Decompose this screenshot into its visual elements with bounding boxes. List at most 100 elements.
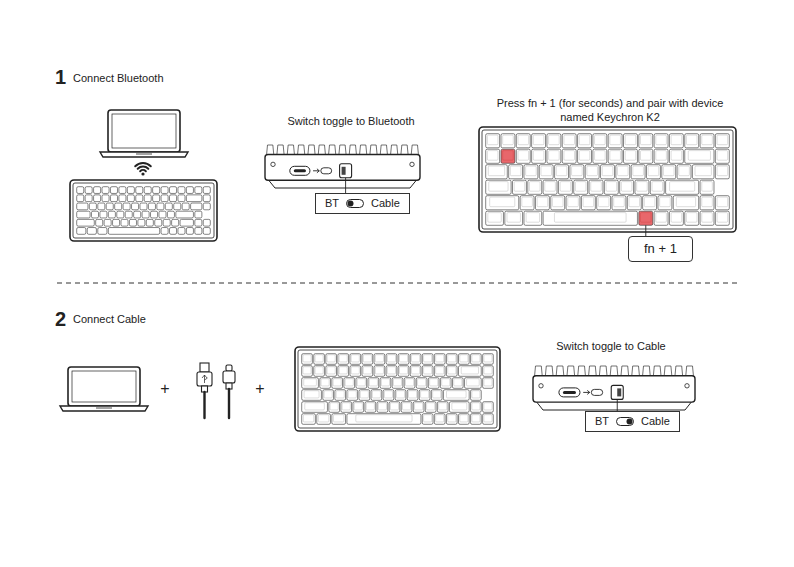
keycap-top — [381, 379, 389, 386]
keycap — [532, 134, 546, 148]
keycap-top — [304, 391, 319, 398]
keycap — [170, 187, 177, 194]
keycap-top — [363, 367, 371, 374]
keycap — [106, 203, 113, 210]
keycap — [144, 187, 151, 194]
instruction: Switch toggle to Cable — [556, 340, 665, 354]
keycap-top — [644, 197, 655, 207]
keycap — [501, 134, 515, 148]
toggle-knob — [342, 167, 346, 175]
callout-text: fn + 1 — [644, 241, 677, 257]
keyboard-side-view — [265, 145, 420, 188]
keycap — [203, 219, 210, 226]
keycap-top — [488, 213, 501, 223]
keycap — [347, 390, 358, 401]
keycap — [117, 211, 124, 218]
keycap — [146, 219, 153, 226]
keycap-top — [448, 415, 456, 422]
keycap — [302, 390, 322, 401]
keycap — [486, 165, 508, 179]
keycap — [643, 196, 657, 210]
keycap-top — [702, 182, 713, 192]
keycap-top — [339, 367, 347, 374]
keycap — [140, 203, 147, 210]
keycap-top — [522, 197, 533, 207]
keycap — [578, 134, 592, 148]
keycap — [119, 187, 126, 194]
keycap — [419, 390, 430, 401]
keycap — [392, 378, 403, 389]
keycap-top — [424, 415, 432, 422]
keycap-top — [360, 391, 368, 398]
toggle-knob — [627, 419, 633, 425]
keycap — [153, 195, 160, 202]
keycap — [501, 149, 515, 163]
keycap-top — [345, 379, 353, 386]
leader-line — [645, 225, 646, 236]
keyboard-top-view — [295, 347, 500, 431]
keycap — [98, 228, 107, 235]
keycap-top — [303, 355, 311, 362]
keycap-top — [472, 355, 480, 362]
keycap — [195, 211, 202, 218]
keycap — [646, 165, 660, 179]
keycap — [134, 211, 141, 218]
keycap — [161, 187, 168, 194]
keycap — [371, 390, 382, 401]
screw — [271, 162, 275, 166]
keycap-top — [447, 391, 467, 398]
toggle-knob — [617, 388, 621, 396]
keycap-top — [393, 379, 401, 386]
keycap — [398, 366, 409, 377]
keycap — [129, 219, 136, 226]
keycap — [627, 196, 641, 210]
keycap-top — [375, 367, 383, 374]
keycap — [161, 195, 168, 202]
keycap-top — [652, 182, 663, 192]
keycap-top — [686, 135, 697, 145]
keycap — [446, 354, 457, 365]
keycap — [383, 390, 394, 401]
keycap-top — [484, 379, 492, 386]
keycap-top — [579, 151, 590, 161]
keycap-top — [487, 151, 498, 161]
keycap — [165, 203, 172, 210]
keycap — [505, 211, 523, 225]
keycap — [604, 180, 618, 194]
keycap — [404, 378, 415, 389]
keycap-top — [671, 151, 682, 161]
keycap — [715, 165, 729, 179]
keycap-top — [402, 403, 410, 410]
plus-sign: + — [160, 379, 169, 399]
keycap — [398, 354, 409, 365]
keycap — [669, 149, 683, 163]
usb-cable — [197, 363, 235, 418]
screw — [539, 384, 543, 388]
keycap — [407, 390, 418, 401]
keycap — [302, 366, 313, 377]
keycap — [365, 402, 376, 413]
keycap-top — [640, 213, 651, 223]
keycap — [574, 180, 588, 194]
keycap-top — [671, 213, 682, 223]
keycap — [425, 402, 436, 413]
keycap-top — [448, 367, 456, 374]
keycap-top — [363, 355, 371, 362]
keycap-top — [656, 151, 667, 161]
section-divider — [57, 283, 738, 284]
usb-c-body — [223, 371, 235, 383]
keycap-top — [583, 197, 594, 207]
keycap-top — [556, 166, 567, 176]
keycap — [413, 402, 424, 413]
keycap — [302, 414, 316, 425]
keycap — [422, 414, 433, 425]
keycap — [422, 354, 433, 365]
keycap-top — [507, 213, 520, 223]
keycap — [616, 165, 630, 179]
keycap — [639, 211, 653, 225]
mode-arrow — [313, 169, 319, 173]
keycap-top — [454, 379, 462, 386]
keycap-top — [614, 197, 625, 207]
keycap — [608, 134, 622, 148]
